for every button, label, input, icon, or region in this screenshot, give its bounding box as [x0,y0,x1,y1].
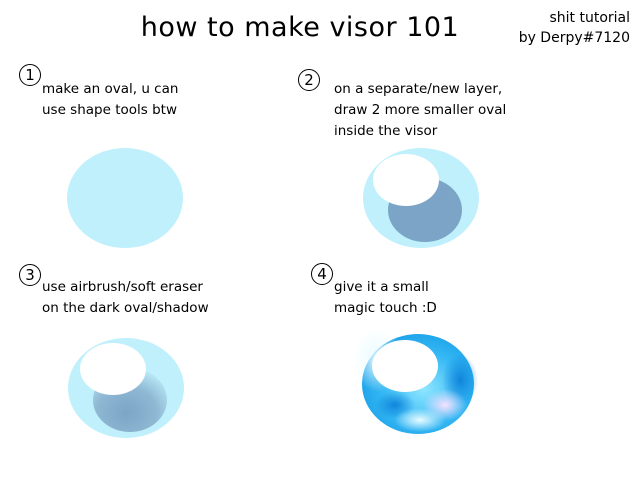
step-3-highlight-oval [80,343,146,395]
credit: shit tutorial by Derpy#7120 [519,8,630,48]
step-1-text: make an oval, u can use shape tools btw [42,81,179,118]
step-1-number: 1 [19,64,41,86]
step-1-visor-oval [67,148,183,248]
step-3-number: 3 [19,264,41,286]
step-3-text: use airbrush/soft eraser on the dark ova… [42,279,209,316]
credit-subtitle: shit tutorial [549,10,630,26]
step-2-number: 2 [298,69,320,91]
step-2-highlight-oval [373,154,439,206]
step-4-visor-magic [352,328,478,434]
step-4-text: give it a small magic touch :D [334,279,437,316]
step-4-number: 4 [311,263,333,285]
credit-author: by Derpy#7120 [518,30,630,46]
step-2-text: on a separate/new layer, draw 2 more sma… [334,81,507,139]
page-title: how to make visor 101 [140,12,460,43]
